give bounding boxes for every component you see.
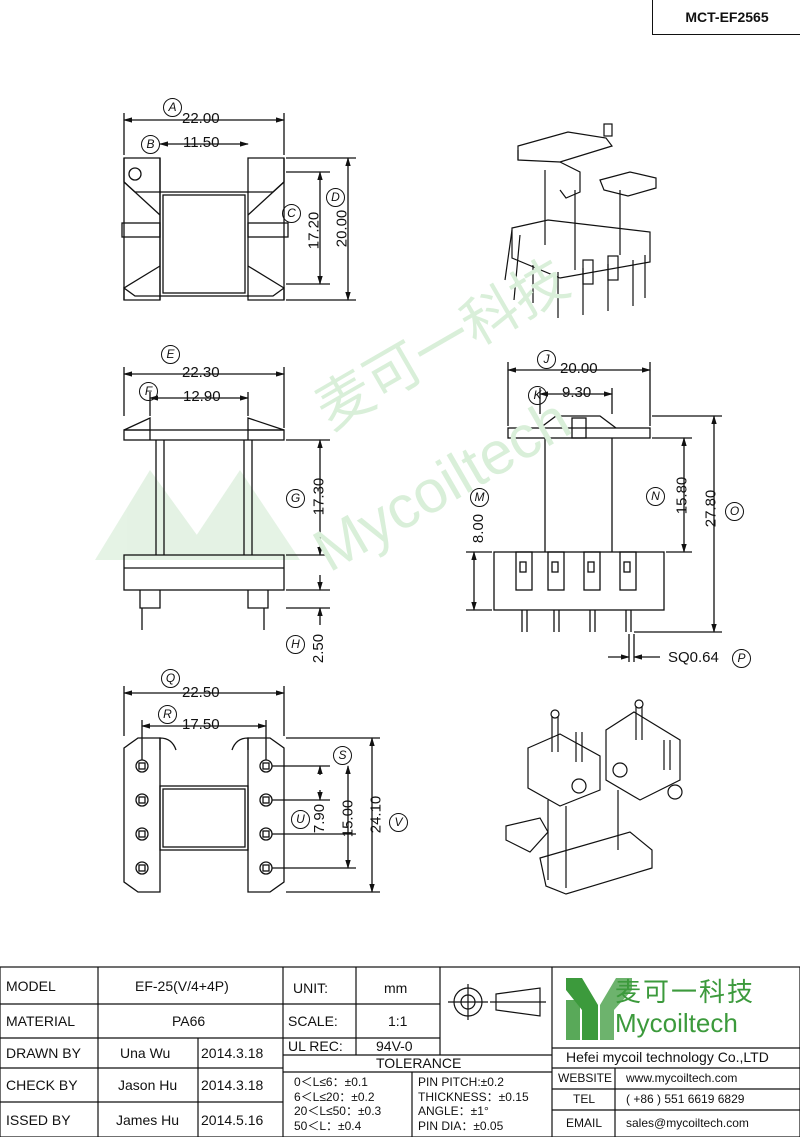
dim-c: 17.20: [305, 211, 323, 250]
isometric-view-lower: [505, 699, 683, 895]
top-view: [121, 113, 356, 301]
email-value[interactable]: sales@mycoiltech.com: [626, 1116, 749, 1130]
front-view: [123, 367, 330, 630]
dim-q: 22.50: [182, 684, 220, 701]
check-label: CHECK BY: [6, 1077, 78, 1093]
watermark: [95, 470, 300, 560]
side-view: [466, 362, 722, 662]
issued-name: James Hu: [116, 1112, 180, 1128]
model-label: MODEL: [6, 978, 56, 994]
dim-r: 17.50: [182, 716, 220, 733]
mycoiltech-logo-icon: [566, 978, 632, 1040]
dim-a: 22.00: [182, 110, 220, 127]
dim-n: 15.80: [673, 476, 691, 515]
material-label: MATERIAL: [6, 1013, 75, 1029]
watermark-logo-icon: [95, 470, 300, 560]
dim-e: 22.30: [182, 364, 220, 381]
check-date: 2014.3.18: [201, 1077, 264, 1093]
drawn-label: DRAWN BY: [6, 1045, 81, 1061]
dim-p: SQ0.64: [668, 649, 719, 666]
dim-g: 17.30: [310, 477, 328, 516]
website-value[interactable]: www.mycoiltech.com: [626, 1071, 738, 1085]
drawn-date: 2014.3.18: [201, 1045, 264, 1061]
logo-cn: 麦可一科技: [615, 978, 756, 1008]
ul-value: 94V-0: [376, 1038, 413, 1054]
isometric-view-upper: [504, 123, 657, 318]
ul-label: UL REC:: [288, 1038, 343, 1054]
dim-j: 20.00: [560, 360, 598, 377]
drawn-name: Una Wu: [120, 1045, 171, 1061]
issued-label: ISSED BY: [6, 1112, 71, 1128]
callout-f: F: [139, 382, 158, 401]
dim-d: 20.00: [333, 209, 351, 248]
callout-b: B: [141, 135, 160, 154]
callout-p: P: [732, 649, 751, 668]
unit-label: UNIT:: [293, 980, 328, 996]
callout-s: S: [333, 746, 352, 765]
tel-label: TEL: [573, 1092, 596, 1106]
part-number-box: MCT-EF2565: [652, 0, 800, 35]
angle: ANGLE：±1°: [418, 1104, 489, 1118]
dim-f: 12.90: [183, 388, 221, 405]
callout-c: C: [282, 204, 301, 223]
check-name: Jason Hu: [118, 1077, 178, 1093]
callout-a: A: [163, 98, 182, 117]
email-label: EMAIL: [566, 1116, 603, 1130]
callout-j: J: [537, 350, 556, 369]
website-label: WEBSITE: [558, 1071, 613, 1085]
tolerance-3: 20＜L≤50：±0.3: [294, 1104, 382, 1118]
scale-label: SCALE:: [288, 1013, 338, 1029]
callout-m: M: [470, 488, 489, 507]
issued-date: 2014.5.16: [201, 1112, 264, 1128]
dim-m: 8.00: [470, 513, 488, 544]
tolerance-4: 50＜L：±0.4: [294, 1119, 362, 1133]
material-value: PA66: [172, 1013, 206, 1029]
bottom-view: [123, 686, 380, 893]
dim-v: 24.10: [367, 795, 385, 834]
unit-value: mm: [384, 980, 408, 996]
scale-value: 1:1: [388, 1013, 408, 1029]
thickness: THICKNESS：±0.15: [418, 1090, 529, 1104]
dim-t: 15.00: [339, 799, 357, 838]
pin-pitch: PIN PITCH:±0.2: [418, 1075, 504, 1089]
tolerance-label: TOLERANCE: [376, 1055, 462, 1071]
callout-q: Q: [161, 669, 180, 688]
dim-o: 27.80: [702, 489, 720, 528]
callout-o: O: [725, 502, 744, 521]
model-value: EF-25(V/4+4P): [135, 978, 229, 994]
company-name: Hefei mycoil technology Co.,LTD: [566, 1049, 769, 1065]
callout-h: H: [286, 635, 305, 654]
callout-r: R: [158, 705, 177, 724]
logo-en: Mycoiltech: [615, 1008, 738, 1038]
dim-b: 11.50: [183, 134, 220, 151]
part-number: MCT-EF2565: [685, 9, 769, 25]
pin-dia: PIN DIA：±0.05: [418, 1119, 504, 1133]
callout-d: D: [326, 188, 345, 207]
tel-value: ( +86 ) 551 6619 6829: [626, 1092, 745, 1106]
tolerance-2: 6＜L≤20：±0.2: [294, 1090, 375, 1104]
callout-g: G: [286, 489, 305, 508]
callout-n: N: [646, 487, 665, 506]
tolerance-1: 0＜L≤6：±0.1: [294, 1075, 368, 1089]
dim-u: 7.90: [311, 803, 329, 834]
dim-k: 9.30: [562, 384, 592, 401]
callout-e: E: [161, 345, 180, 364]
title-block-grid: [0, 966, 800, 1137]
callout-v: V: [389, 813, 408, 832]
dim-h: 2.50: [310, 633, 328, 664]
callout-k: K: [528, 386, 547, 405]
callout-u: U: [291, 810, 310, 829]
